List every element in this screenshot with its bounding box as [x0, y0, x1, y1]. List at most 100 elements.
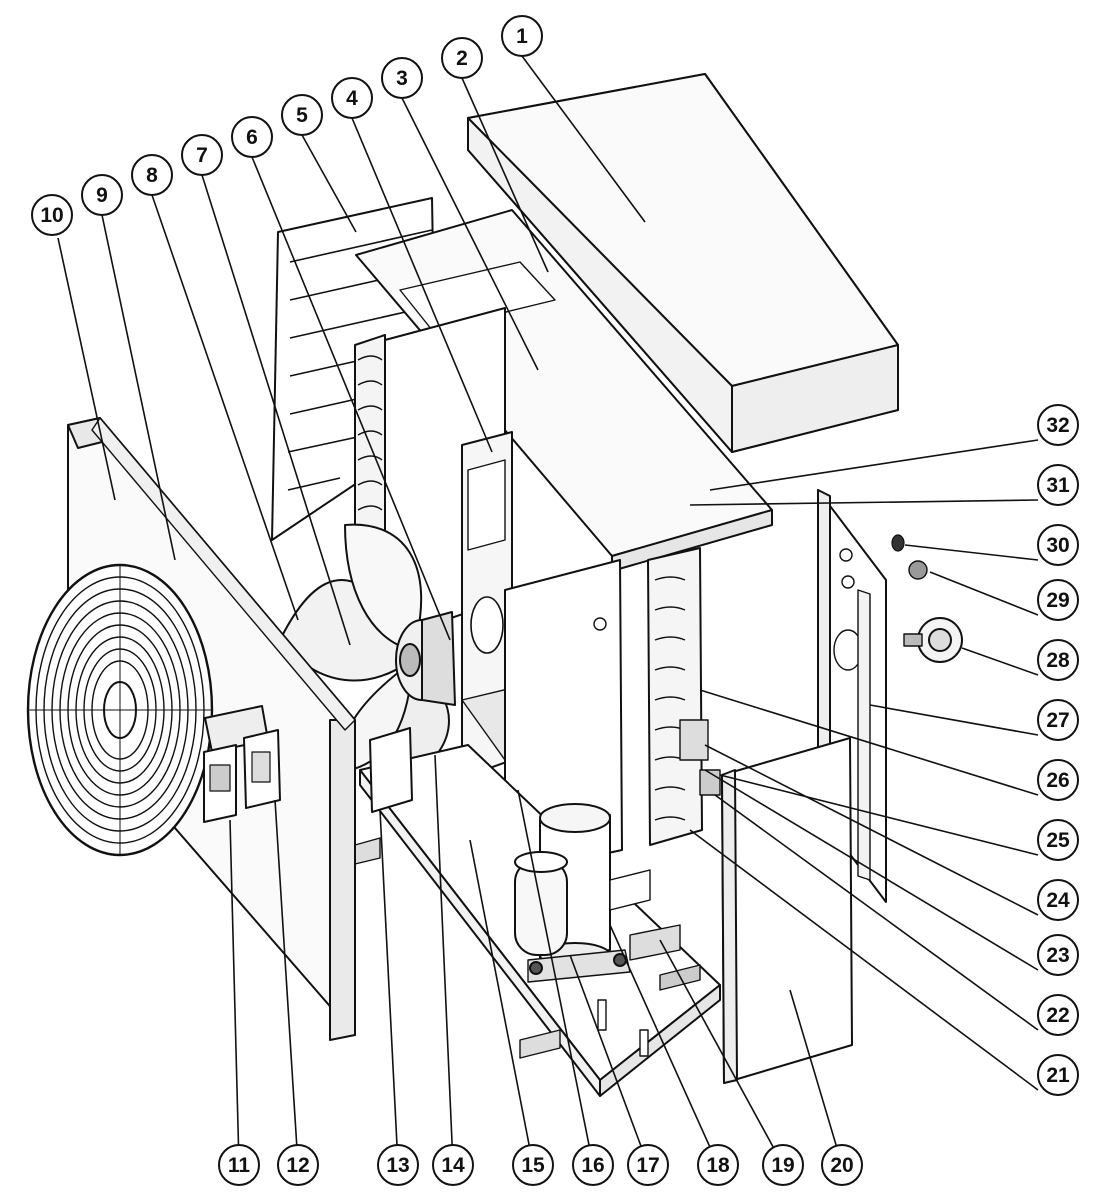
callout-number: 32 [1046, 414, 1069, 437]
callout-number: 11 [228, 1154, 251, 1177]
callout-circle [762, 1144, 804, 1186]
callout-23: 23 [1037, 934, 1079, 976]
callout-number: 9 [96, 184, 108, 207]
callout-number: 12 [286, 1154, 309, 1177]
drawing-parts [26, 73, 963, 1097]
callout-circle [81, 174, 123, 216]
callout-circle [218, 1144, 260, 1186]
callout-24: 24 [1037, 879, 1079, 921]
top-cover [467, 73, 899, 453]
callout-circle [821, 1144, 863, 1186]
callout-circle [697, 1144, 739, 1186]
callout-6: 6 [231, 116, 273, 158]
callout-circle [501, 15, 543, 57]
side-fittings [891, 534, 963, 663]
callout-circle [31, 194, 73, 236]
callout-5: 5 [281, 94, 323, 136]
callout-circle [1037, 819, 1079, 861]
callout-13: 13 [377, 1144, 419, 1186]
callout-31: 31 [1037, 464, 1079, 506]
callout-22: 22 [1037, 994, 1079, 1036]
callout-circle [131, 154, 173, 196]
callout-number: 25 [1046, 829, 1070, 852]
motor-bracket [461, 431, 513, 779]
callout-circle [181, 134, 223, 176]
callout-circle [1037, 759, 1079, 801]
callout-14: 14 [432, 1144, 474, 1186]
callout-circle [441, 37, 483, 79]
support-bracket [369, 727, 413, 813]
callout-circle [231, 116, 273, 158]
callout-number: 10 [40, 204, 63, 227]
callout-number: 26 [1046, 769, 1069, 792]
fan-motor [395, 611, 456, 706]
callout-number: 24 [1046, 889, 1070, 912]
callout-27: 27 [1037, 699, 1079, 741]
callout-21: 21 [1037, 1054, 1079, 1096]
piping-assembly [647, 547, 721, 846]
callout-number: 20 [830, 1154, 853, 1177]
callout-19: 19 [762, 1144, 804, 1186]
callout-circle [381, 57, 423, 99]
callout-11: 11 [218, 1144, 260, 1186]
callout-number: 17 [636, 1154, 659, 1177]
callout-number: 4 [346, 87, 358, 110]
callout-10: 10 [31, 194, 73, 236]
callout-number: 14 [441, 1154, 465, 1177]
callout-1: 1 [501, 15, 543, 57]
callout-number: 29 [1046, 589, 1069, 612]
callout-number: 7 [196, 144, 208, 167]
callout-2: 2 [441, 37, 483, 79]
fan-guard [26, 563, 214, 857]
callout-number: 2 [456, 47, 468, 70]
callout-circle [331, 77, 373, 119]
callout-7: 7 [181, 134, 223, 176]
callout-12: 12 [277, 1144, 319, 1186]
callout-circle [377, 1144, 419, 1186]
callout-20: 20 [821, 1144, 863, 1186]
callout-circle [572, 1144, 614, 1186]
callout-30: 30 [1037, 524, 1079, 566]
callout-circle [1037, 1054, 1079, 1096]
callout-8: 8 [131, 154, 173, 196]
callout-number: 8 [146, 164, 158, 187]
callout-29: 29 [1037, 579, 1079, 621]
callout-number: 5 [296, 104, 308, 127]
callout-17: 17 [627, 1144, 669, 1186]
control-box [203, 705, 281, 823]
callout-circle [1037, 579, 1079, 621]
callout-9: 9 [81, 174, 123, 216]
callout-number: 30 [1046, 534, 1069, 557]
callout-circle [432, 1144, 474, 1186]
callout-32: 32 [1037, 404, 1079, 446]
callout-18: 18 [697, 1144, 739, 1186]
callout-16: 16 [572, 1144, 614, 1186]
callout-circle [1037, 524, 1079, 566]
callout-circle [627, 1144, 669, 1186]
callout-number: 27 [1046, 709, 1069, 732]
callout-number: 15 [521, 1154, 545, 1177]
callout-25: 25 [1037, 819, 1079, 861]
front-right-panel [721, 737, 853, 1084]
callout-circle [1037, 404, 1079, 446]
callout-15: 15 [512, 1144, 554, 1186]
callout-leader-lines [57, 55, 1039, 1166]
callout-circle [1037, 879, 1079, 921]
callout-28: 28 [1037, 639, 1079, 681]
callout-26: 26 [1037, 759, 1079, 801]
callout-circle [1037, 994, 1079, 1036]
callout-number: 3 [396, 67, 408, 90]
callout-number: 21 [1046, 1064, 1070, 1087]
callout-number: 28 [1046, 649, 1070, 672]
callout-number: 16 [581, 1154, 604, 1177]
callout-circle [1037, 464, 1079, 506]
callout-number: 22 [1046, 1004, 1069, 1027]
callout-circle [277, 1144, 319, 1186]
callout-circle [1037, 639, 1079, 681]
callout-number: 23 [1046, 944, 1069, 967]
callout-circle [1037, 934, 1079, 976]
callout-number: 13 [386, 1154, 409, 1177]
callout-circle [512, 1144, 554, 1186]
